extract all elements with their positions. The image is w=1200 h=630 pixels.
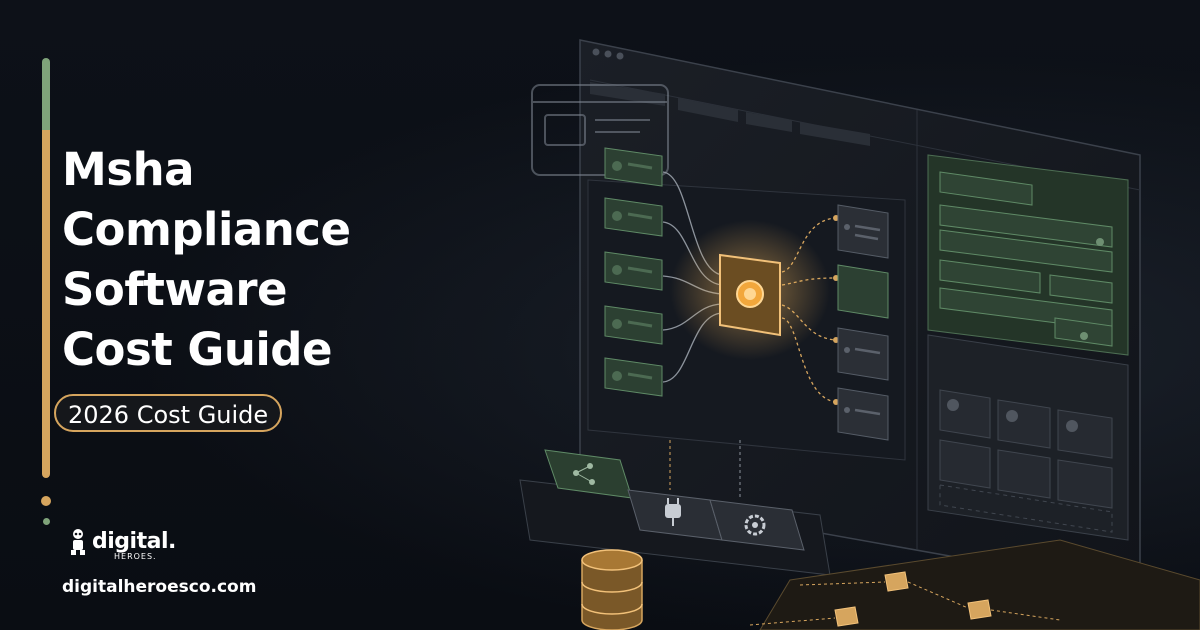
page-title: Msha Compliance Software Cost Guide: [62, 140, 351, 380]
plug-icon: [627, 489, 723, 541]
browser-window-icon: [531, 84, 669, 176]
title-line: Compliance: [62, 203, 351, 256]
dashboard-illustration: [519, 39, 1200, 630]
chip-icon: [719, 253, 781, 337]
title-line: Cost Guide: [62, 323, 333, 376]
title-line: Software: [62, 263, 288, 316]
database-icon: [581, 549, 643, 630]
brand-logo: digital.: [68, 528, 176, 556]
accent-dot-green: [43, 518, 50, 525]
website-url: digitalheroesco.com: [62, 577, 257, 597]
logo-subtext: HEROES.: [114, 552, 157, 561]
gear-icon: [709, 499, 805, 551]
hero-mascot-icon: [71, 529, 85, 555]
subtitle-pill: 2026 Cost Guide: [54, 394, 283, 432]
logo-text: digital.: [92, 529, 176, 554]
accent-bar: [42, 58, 50, 478]
accent-dot-orange: [41, 496, 51, 506]
title-line: Msha: [62, 143, 194, 196]
